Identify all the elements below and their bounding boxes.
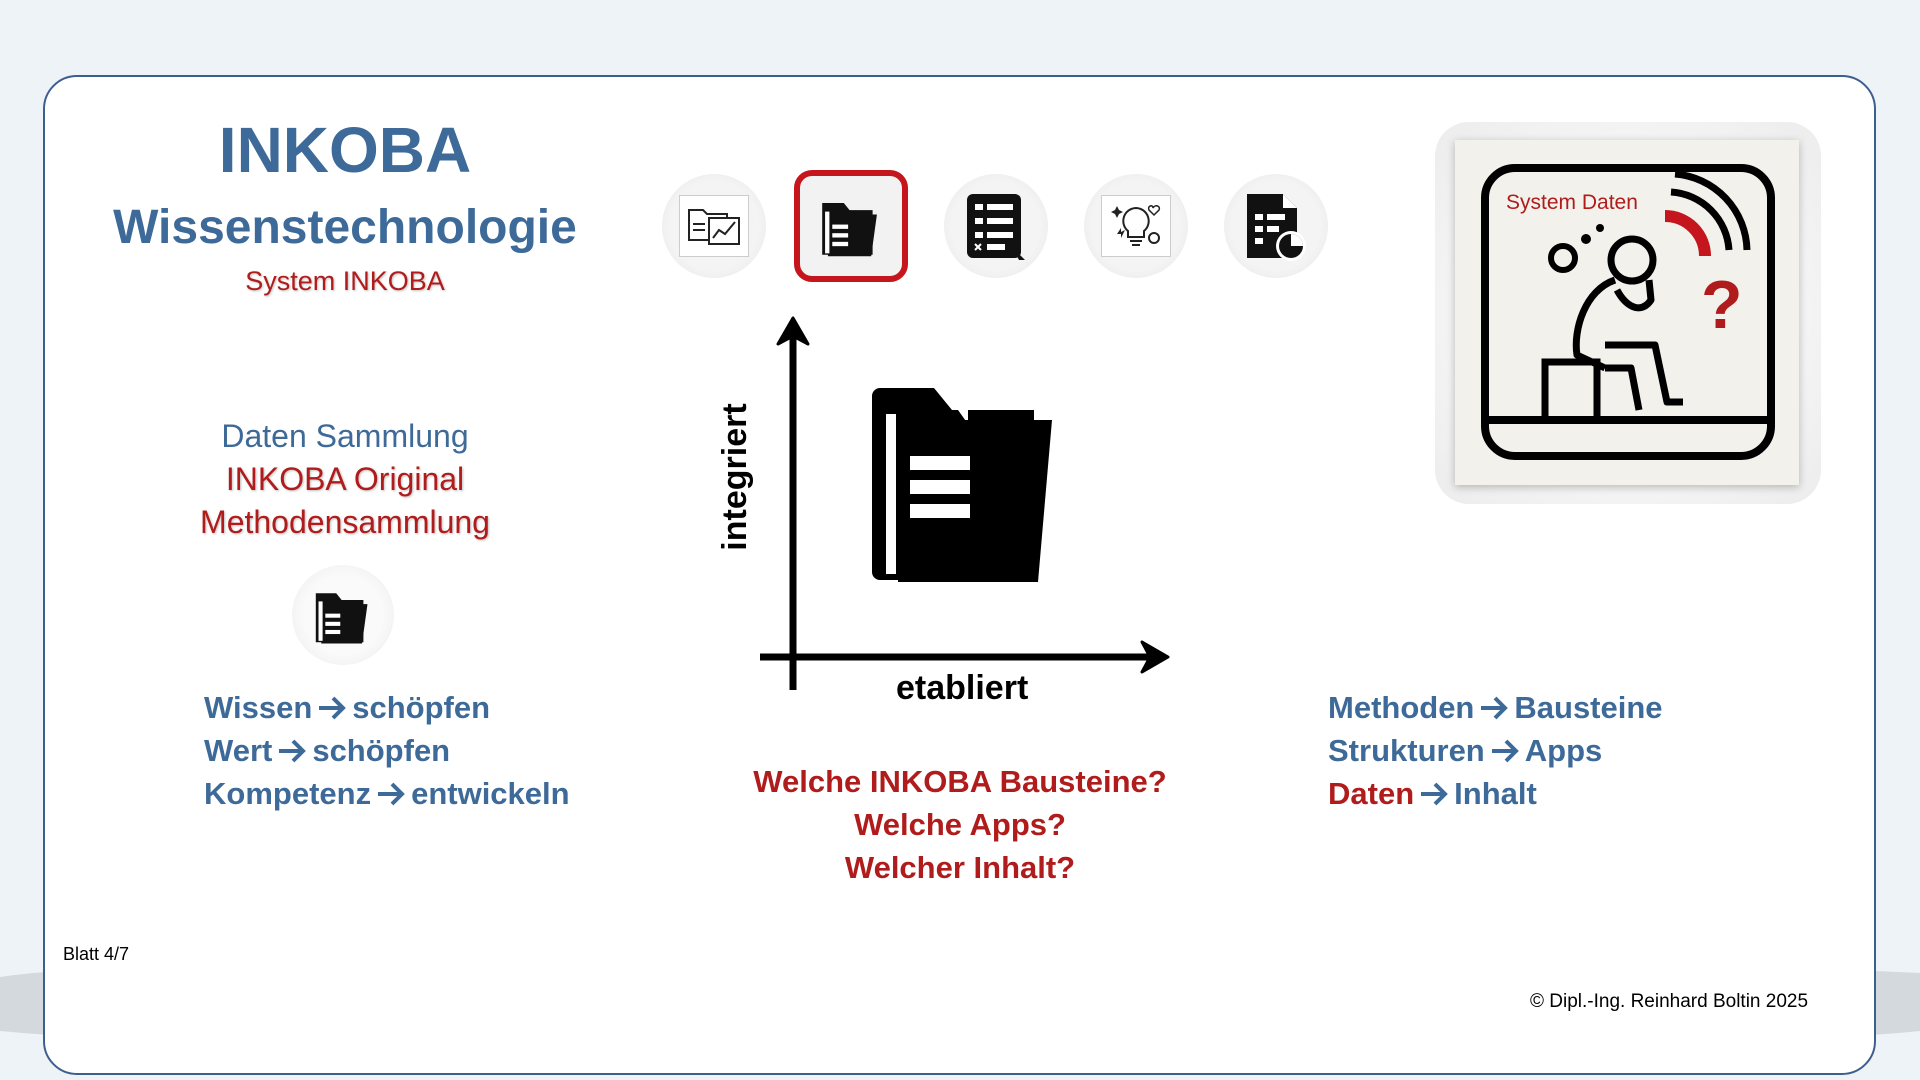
page-subtitle: Wissenstechnologie bbox=[113, 201, 577, 254]
report-chart-icon[interactable] bbox=[1224, 174, 1328, 278]
list-item: Daten Inhalt bbox=[1328, 772, 1663, 815]
list-item: Wert schöpfen bbox=[204, 729, 570, 772]
list-item-left: Wissen bbox=[204, 690, 313, 725]
system-data-caption: System Daten bbox=[1506, 191, 1638, 214]
checklist-icon[interactable] bbox=[944, 174, 1048, 278]
method-collection-label: Methodensammlung bbox=[200, 504, 490, 540]
list-item-left: Daten bbox=[1328, 776, 1415, 811]
question-1: Welche INKOBA Bausteine? bbox=[753, 764, 1167, 799]
list-item-right: Bausteine bbox=[1514, 690, 1663, 725]
list-item-left: Strukturen bbox=[1328, 733, 1485, 768]
list-item: Strukturen Apps bbox=[1328, 729, 1663, 772]
list-item: Kompetenz entwickeln bbox=[204, 772, 570, 815]
page-tagline: System INKOBA bbox=[245, 266, 445, 296]
copyright-notice: © Dipl.-Ing. Reinhard Boltin 2025 bbox=[1530, 991, 1809, 1012]
list-item-right: Inhalt bbox=[1454, 776, 1537, 811]
arrow-right-icon bbox=[1414, 781, 1454, 807]
question-2: Welche Apps? bbox=[854, 807, 1066, 842]
thinking-person-image: ? bbox=[1455, 140, 1799, 485]
list-item: Methoden Bausteine bbox=[1328, 686, 1663, 729]
thinking-person-icon: ? bbox=[1481, 164, 1775, 460]
list-item-right: schöpfen bbox=[352, 690, 491, 725]
question-mark: ? bbox=[1701, 267, 1743, 343]
arrow-right-icon bbox=[312, 695, 352, 721]
arrow-right-icon bbox=[272, 738, 312, 764]
arrow-right-icon bbox=[1474, 695, 1514, 721]
page-title: INKOBA bbox=[218, 114, 472, 186]
folder-documents-icon[interactable] bbox=[794, 170, 908, 282]
list-item-right: entwickeln bbox=[411, 776, 570, 811]
lightbulb-idea-icon[interactable] bbox=[1084, 174, 1188, 278]
y-axis-label: integriert bbox=[716, 403, 754, 551]
question-3: Welcher Inhalt? bbox=[844, 850, 1076, 885]
x-axis-label: etabliert bbox=[896, 669, 1029, 707]
list-item-right: Apps bbox=[1524, 733, 1603, 768]
page-number: Blatt 4/7 bbox=[63, 944, 130, 964]
data-collection-label: Daten Sammlung bbox=[221, 418, 469, 454]
value-list: Wissen schöpfen Wert schöpfen Kompetenz … bbox=[204, 686, 570, 815]
y-axis-arrowhead bbox=[776, 316, 810, 346]
list-item-left: Wert bbox=[204, 733, 273, 768]
list-item-left: Kompetenz bbox=[204, 776, 372, 811]
arrow-right-icon bbox=[1485, 738, 1525, 764]
inkoba-original-label: INKOBA Original bbox=[225, 461, 465, 497]
folder-documents-icon bbox=[872, 388, 1052, 582]
x-axis-arrowhead bbox=[1140, 640, 1170, 674]
mapping-list: Methoden Bausteine Strukturen Apps Daten… bbox=[1328, 686, 1663, 815]
list-item: Wissen schöpfen bbox=[204, 686, 570, 729]
folder-chart-icon[interactable] bbox=[662, 174, 766, 278]
list-item-left: Methoden bbox=[1328, 690, 1475, 725]
axes-diagram bbox=[760, 316, 1170, 690]
arrow-right-icon bbox=[371, 781, 411, 807]
list-item-right: schöpfen bbox=[312, 733, 451, 768]
folder-documents-icon bbox=[292, 565, 394, 665]
questions-block: Welche INKOBA Bausteine? Welche Apps? We… bbox=[740, 760, 1180, 889]
